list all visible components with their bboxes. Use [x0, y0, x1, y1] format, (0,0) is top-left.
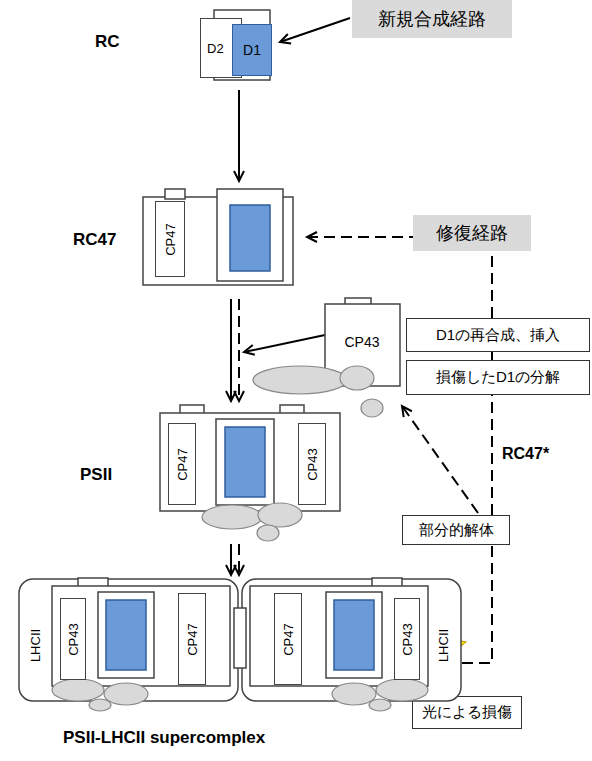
node-text: LHCII: [29, 629, 44, 662]
connector-stroke: [491, 352, 493, 360]
complex-label: RC: [95, 32, 120, 52]
cp47-subunit: CP47: [274, 593, 302, 685]
connector-stroke: [238, 299, 240, 401]
node-text: 修復経路: [436, 221, 508, 245]
cp47-subunit: CP47: [168, 423, 196, 505]
node-text: D1: [243, 42, 261, 58]
node-text: LHCII: [437, 629, 452, 662]
node-text: CP47: [185, 623, 200, 656]
node-text: CP43: [305, 448, 320, 481]
repair-connector: [402, 406, 478, 513]
complex-label: RC47: [73, 230, 116, 250]
complex-outline: [250, 298, 412, 423]
cp43-subunit: CP43: [298, 423, 326, 505]
assembly-arrow: [231, 299, 239, 401]
repair-connector: [492, 395, 493, 515]
lhcii-antenna: LHCII: [23, 598, 49, 693]
connector-stroke: [491, 395, 493, 515]
rc47-complex: RC47CP47: [135, 185, 300, 295]
node-text: 新規合成経路: [378, 7, 486, 31]
connector-stroke: [280, 18, 350, 42]
node-text: 部分的解体: [419, 521, 494, 540]
node-text: 光による損傷: [422, 703, 512, 722]
node-text: D1の再合成、挿入: [436, 326, 560, 345]
connector-stroke: [244, 335, 325, 352]
rc-complex: RCD2D1: [200, 10, 278, 82]
cp43-subunit: CP43: [60, 598, 86, 680]
d1-subunit: D1: [232, 24, 272, 76]
assembly-arrow: [231, 544, 239, 575]
connector-stroke: [238, 544, 240, 575]
node-text: CP43: [66, 623, 81, 656]
cp47-subunit: CP47: [155, 201, 185, 277]
node-text: CP43: [400, 623, 415, 656]
complex-label: PSII-LHCII supercomplex: [63, 728, 265, 748]
lhcii-antenna: LHCII: [431, 598, 457, 693]
connector-stroke: [230, 544, 232, 575]
cp43-subunit: CP43: [394, 598, 420, 680]
assembly-arrow: [280, 18, 350, 42]
supercomplex: PSII-LHCII supercomplexLHCIICP43CP47CP47…: [18, 578, 462, 712]
connector-stroke: [402, 406, 478, 513]
cp47-subunit: CP47: [178, 593, 206, 685]
node-text: D2: [207, 41, 224, 56]
assembly-arrow: [239, 90, 240, 181]
assembly-arrow: [244, 335, 325, 352]
pathway-tag: 修復経路: [413, 215, 531, 251]
repair-connector: [492, 352, 493, 360]
connector-stroke: [462, 545, 492, 663]
repair-connector: [462, 545, 492, 663]
connector-stroke: [230, 299, 232, 401]
step-box: 部分的解体: [402, 515, 510, 545]
step-box: 損傷したD1の分解: [406, 360, 590, 395]
node-text: CP47: [281, 623, 296, 656]
cp43-module: CP43: [250, 298, 412, 423]
pathway-tag: 新規合成経路: [352, 0, 512, 38]
step-box: D1の再合成、挿入: [406, 318, 590, 352]
node-text: CP47: [163, 223, 178, 256]
psii-complex: PSIICP47CP43: [140, 405, 350, 545]
node-text: 損傷したD1の分解: [436, 368, 560, 387]
complex-label: PSII: [80, 465, 112, 485]
edge-label: RC47*: [500, 445, 551, 463]
connector-stroke: [238, 90, 240, 181]
node-text: CP43: [344, 334, 379, 350]
node-text: CP47: [175, 448, 190, 481]
